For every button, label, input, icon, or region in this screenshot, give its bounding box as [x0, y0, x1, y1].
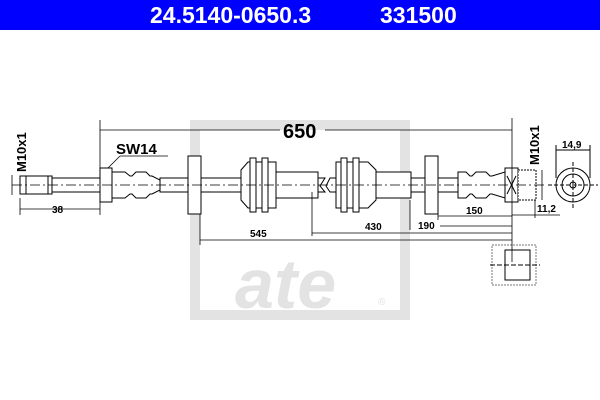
part-number: 24.5140-0650.3	[150, 2, 312, 28]
dim-thread-right: M10x1	[527, 125, 542, 165]
dim-545: 545	[250, 229, 267, 240]
dim-14-9: 14,9	[562, 140, 582, 151]
end-view	[548, 145, 598, 208]
ate-watermark: ate ®	[190, 120, 410, 323]
dim-wrench-size: SW14	[116, 141, 158, 158]
title-bar: 24.5140-0650.3 331500	[0, 0, 600, 30]
dim-190: 190	[418, 221, 435, 232]
watermark-registered-mark: ®	[378, 297, 386, 308]
dim-430: 430	[365, 222, 382, 233]
watermark-logo-text: ate	[235, 245, 336, 323]
dim-overall-length: 650	[283, 121, 316, 143]
dim-11-2: 11,2	[537, 204, 556, 215]
dim-38: 38	[52, 205, 64, 216]
reference-code: 331500	[380, 2, 457, 28]
dimension-lines	[11, 118, 560, 262]
port-section-view	[490, 244, 540, 286]
dim-thread-left: M10x1	[14, 132, 29, 172]
dim-150: 150	[466, 206, 483, 217]
